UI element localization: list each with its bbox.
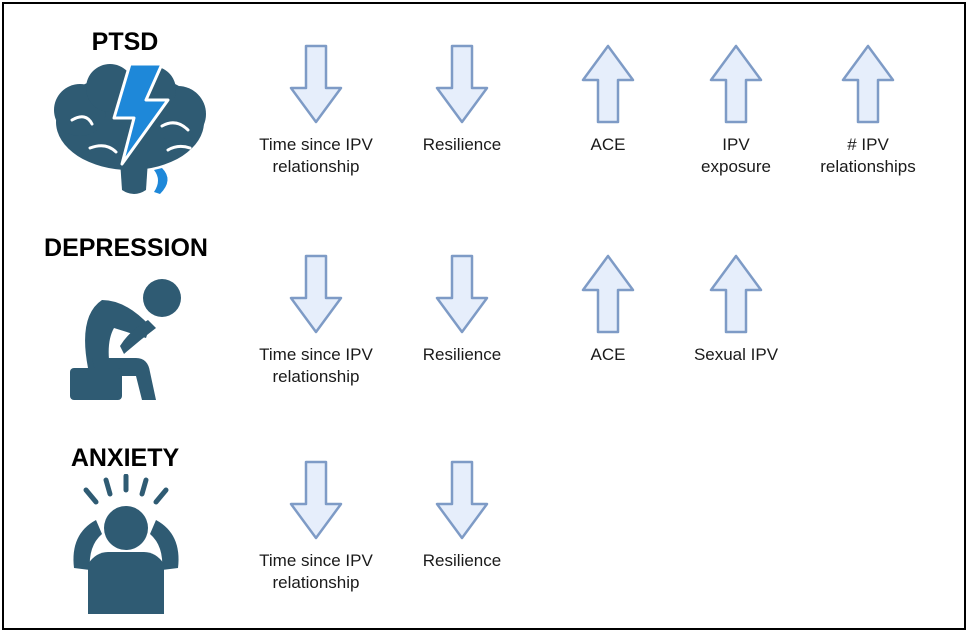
factor-item: Time since IPV relationship	[241, 460, 391, 594]
arrow-down-icon	[289, 254, 343, 334]
factor-item: Resilience	[387, 44, 537, 156]
factor-label-line2: relationship	[272, 367, 360, 386]
factor-label-line2: relationships	[820, 157, 916, 176]
factor-item: ACE	[533, 254, 683, 366]
factor-label-line2: exposure	[701, 157, 771, 176]
factor-label-line2: relationship	[272, 573, 360, 592]
brain-lightning-icon	[54, 62, 206, 194]
factor-item: Sexual IPV	[661, 254, 811, 366]
arrow-up-icon	[841, 44, 895, 124]
factor-label: Sexual IPV	[661, 344, 811, 366]
factor-label-line1: Sexual IPV	[693, 345, 779, 364]
arrow-up-icon	[709, 44, 763, 124]
factor-label: Resilience	[387, 344, 537, 366]
arrow-down-icon	[289, 460, 343, 540]
factor-item: Resilience	[387, 254, 537, 366]
factor-item: # IPV relationships	[793, 44, 943, 178]
arrow-up-icon	[709, 254, 763, 334]
factor-label-line1: Time since IPV	[259, 345, 373, 364]
arrow-up-icon	[581, 44, 635, 124]
factor-label: IPV exposure	[661, 134, 811, 178]
depression-title: DEPRESSION	[44, 234, 208, 262]
factor-label-line1: Time since IPV	[259, 551, 373, 570]
factor-label-line1: ACE	[590, 135, 626, 154]
anxiety-title: ANXIETY	[70, 444, 180, 472]
depressed-person-icon	[70, 279, 181, 400]
factor-label: ACE	[533, 134, 683, 156]
factor-item: Resilience	[387, 460, 537, 572]
factor-item: ACE	[533, 44, 683, 156]
arrow-down-icon	[435, 44, 489, 124]
factor-label-line1: Time since IPV	[259, 135, 373, 154]
factor-label-line1: Resilience	[422, 135, 502, 154]
factor-item: Time since IPV relationship	[241, 254, 391, 388]
factor-label-line1: Resilience	[422, 345, 502, 364]
factor-label-line1: # IPV	[847, 135, 889, 154]
factor-label-line1: Resilience	[422, 551, 502, 570]
factor-item: Time since IPV relationship	[241, 44, 391, 178]
factor-label: # IPV relationships	[793, 134, 943, 178]
arrow-down-icon	[289, 44, 343, 124]
factor-label-line2: relationship	[272, 157, 360, 176]
factor-label: ACE	[533, 344, 683, 366]
factor-item: IPV exposure	[661, 44, 811, 178]
factor-label-line1: IPV	[722, 135, 750, 154]
factor-label: Time since IPV relationship	[241, 344, 391, 388]
ptsd-title: PTSD	[91, 28, 159, 56]
factor-label: Time since IPV relationship	[241, 134, 391, 178]
factor-label: Resilience	[387, 134, 537, 156]
factor-label: Time since IPV relationship	[241, 550, 391, 594]
factor-label-line1: ACE	[590, 345, 626, 364]
anxious-person-icon	[73, 474, 179, 614]
factor-label: Resilience	[387, 550, 537, 572]
arrow-down-icon	[435, 254, 489, 334]
arrow-up-icon	[581, 254, 635, 334]
arrow-down-icon	[435, 460, 489, 540]
